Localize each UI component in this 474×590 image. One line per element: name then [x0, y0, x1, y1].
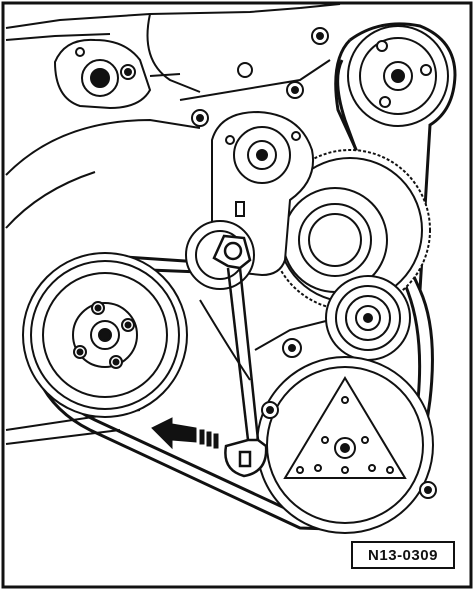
crankshaft-pulley — [22, 252, 188, 418]
wrench-tool — [212, 234, 268, 478]
top-right-pulley — [347, 25, 449, 127]
upper-left-bracket — [53, 38, 181, 110]
rotation-direction-arrow-icon — [151, 417, 219, 450]
lower-idler-pulley — [325, 275, 411, 361]
mounting-bolts — [191, 27, 437, 499]
alternator — [269, 149, 431, 311]
power-steering-pulley — [256, 356, 434, 534]
figure-reference-label: N13-0309 — [351, 541, 455, 569]
